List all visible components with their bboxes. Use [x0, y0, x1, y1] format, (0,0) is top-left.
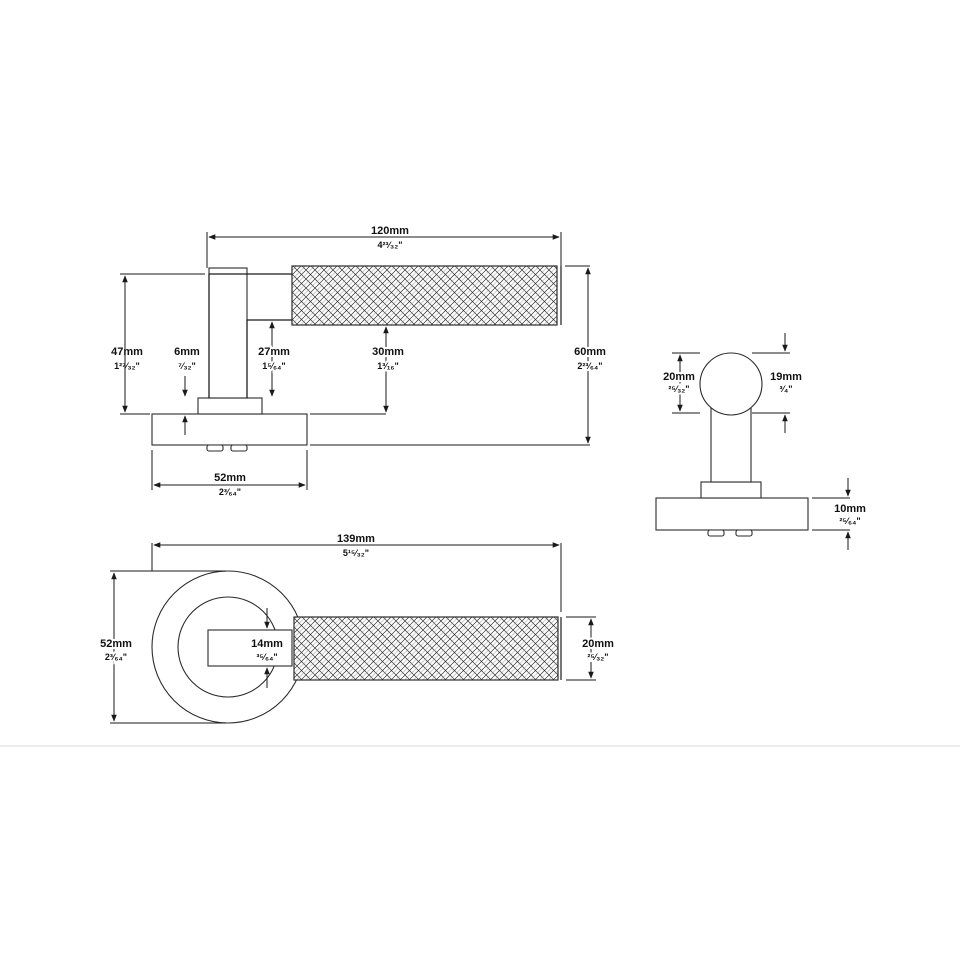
top-rose-diameter-mm: 52mm	[100, 638, 132, 650]
top-rose-diameter-inch: 2³⁄₆₄"	[105, 652, 127, 662]
overall-projection-inch: 2²³⁄₆₄"	[577, 361, 602, 371]
grip-width-inch: ²⁵⁄₃₂"	[587, 652, 608, 662]
fixing-screw	[206, 444, 224, 452]
top-neck	[207, 629, 293, 667]
end-collar	[700, 481, 762, 499]
rose-thickness-inch: ⁷⁄₃₂"	[178, 361, 196, 371]
grip-clearance-mm: 30mm	[372, 346, 404, 358]
rose-diameter-mm: 52mm	[214, 472, 246, 484]
lever-height-inch: 1²⁷⁄₃₂"	[114, 361, 140, 371]
lever-neck	[208, 267, 248, 399]
lever-length-mm: 120mm	[371, 225, 409, 237]
knurled-grip	[291, 265, 558, 326]
overall-length-mm: 139mm	[337, 533, 375, 545]
fixing-screw	[230, 444, 248, 452]
overall-projection-mm: 60mm	[574, 346, 606, 358]
end-fixing-screw	[735, 529, 753, 537]
neck-width-mm: 14mm	[251, 638, 283, 650]
grip-width-mm: 20mm	[582, 638, 614, 650]
top-view: 139mm 5¹⁵⁄₃₂" 52mm 2³⁄₆₄" 14mm ³⁵⁄₆₄" 20…	[98, 533, 616, 724]
end-fixing-screw	[707, 529, 725, 537]
grip-clearance-inch: 1³⁄₁₆"	[377, 361, 399, 371]
side-view: 120mm 4²³⁄₃₂" 47mm 1²⁷⁄₃₂" 6mm ⁷⁄₃₂" 27m…	[111, 225, 608, 497]
neck-width-inch: ³⁵⁄₆₄"	[256, 652, 277, 662]
neck-height-inch: 1⁵⁄₆₄"	[262, 361, 285, 371]
end-rose-plate	[655, 497, 809, 531]
neck-diameter-mm: 19mm	[770, 371, 802, 383]
neck-height-mm: 27mm	[258, 346, 290, 358]
end-neck	[710, 407, 752, 483]
top-knurled-grip	[293, 616, 559, 681]
grip-diameter-inch: ²⁵⁄₃₂"	[668, 384, 689, 394]
neck-diameter-inch: ³⁄₄"	[779, 384, 792, 394]
lever-length-inch: 4²³⁄₃₂"	[378, 240, 403, 250]
overall-length-inch: 5¹⁵⁄₃₂"	[343, 548, 369, 558]
collar	[197, 397, 263, 415]
rose-height-mm: 10mm	[834, 503, 866, 515]
rose-plate	[151, 413, 308, 446]
rose-diameter-inch: 2³⁄₆₄"	[219, 487, 241, 497]
rose-height-inch: ²⁵⁄₆₄"	[839, 516, 860, 526]
grip-diameter-mm: 20mm	[663, 371, 695, 383]
grip-end-circle	[699, 352, 763, 416]
end-view: 20mm ²⁵⁄₃₂" 19mm ³⁄₄" 10mm ²⁵⁄₆₄"	[655, 333, 868, 550]
rose-thickness-mm: 6mm	[174, 346, 200, 358]
lever-height-mm: 47mm	[111, 346, 143, 358]
